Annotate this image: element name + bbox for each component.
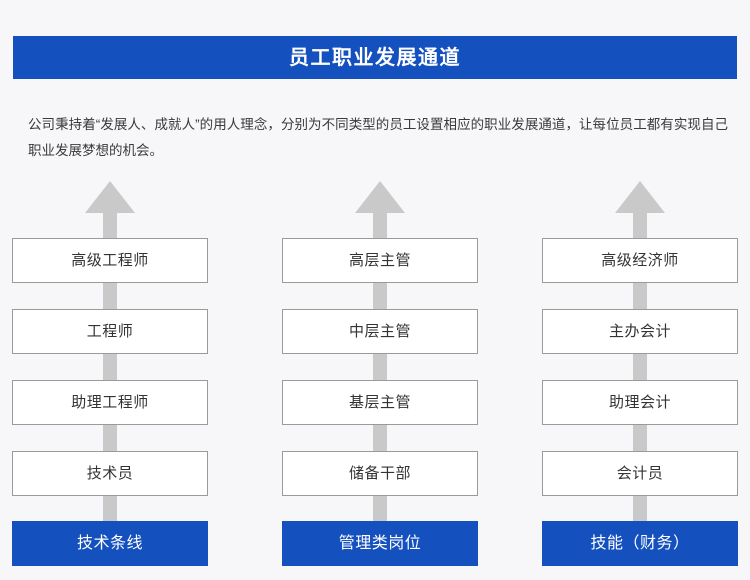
intro-paragraph: 公司秉持着“发展人、成就人”的用人理念，分别为不同类型的员工设置相应的职业发展通…	[28, 116, 728, 158]
track-box[interactable]: 技术条线	[12, 521, 208, 566]
level-box[interactable]: 高级工程师	[12, 238, 208, 283]
track-label: 管理类岗位	[338, 534, 422, 552]
career-column-technical: 高级工程师 工程师 助理工程师 技术员 技术条线	[12, 175, 208, 575]
level-label: 助理会计	[608, 394, 671, 411]
level-label: 基层主管	[348, 394, 411, 411]
level-label: 高级经济师	[601, 252, 679, 269]
level-label: 工程师	[86, 323, 134, 340]
arrow-up-icon	[542, 175, 738, 575]
level-label: 主办会计	[608, 323, 671, 340]
level-label: 助理工程师	[71, 394, 149, 411]
level-box[interactable]: 助理工程师	[12, 380, 208, 425]
arrow-up-icon	[12, 175, 208, 575]
track-label: 技能（财务）	[590, 534, 690, 552]
career-column-finance: 高级经济师 主办会计 助理会计 会计员 技能（财务）	[542, 175, 738, 575]
level-label: 会计员	[616, 465, 664, 482]
career-column-management: 高层主管 中层主管 基层主管 储备干部 管理类岗位	[282, 175, 478, 575]
career-path-columns: 高级工程师 工程师 助理工程师 技术员 技术条线 高层主管 中层主管 基层主管	[0, 175, 750, 575]
level-box[interactable]: 储备干部	[282, 451, 478, 496]
arrow-head	[355, 181, 405, 213]
level-box[interactable]: 高级经济师	[542, 238, 738, 283]
arrow-head	[85, 181, 135, 213]
level-label: 高层主管	[348, 252, 411, 269]
level-box[interactable]: 中层主管	[282, 309, 478, 354]
level-box[interactable]: 高层主管	[282, 238, 478, 283]
arrow-head	[615, 181, 665, 213]
track-box[interactable]: 管理类岗位	[282, 521, 478, 566]
arrow-up-icon	[282, 175, 478, 575]
track-label: 技术条线	[76, 534, 143, 552]
page-title: 员工职业发展通道	[289, 46, 461, 69]
level-box[interactable]: 工程师	[12, 309, 208, 354]
level-label: 技术员	[86, 465, 134, 482]
track-box[interactable]: 技能（财务）	[542, 521, 738, 566]
level-box[interactable]: 主办会计	[542, 309, 738, 354]
level-label: 高级工程师	[71, 252, 149, 269]
page-header-banner: 员工职业发展通道	[13, 36, 737, 79]
level-box[interactable]: 技术员	[12, 451, 208, 496]
level-box[interactable]: 会计员	[542, 451, 738, 496]
level-box[interactable]: 助理会计	[542, 380, 738, 425]
level-label: 储备干部	[348, 465, 411, 482]
level-box[interactable]: 基层主管	[282, 380, 478, 425]
level-label: 中层主管	[348, 323, 411, 340]
